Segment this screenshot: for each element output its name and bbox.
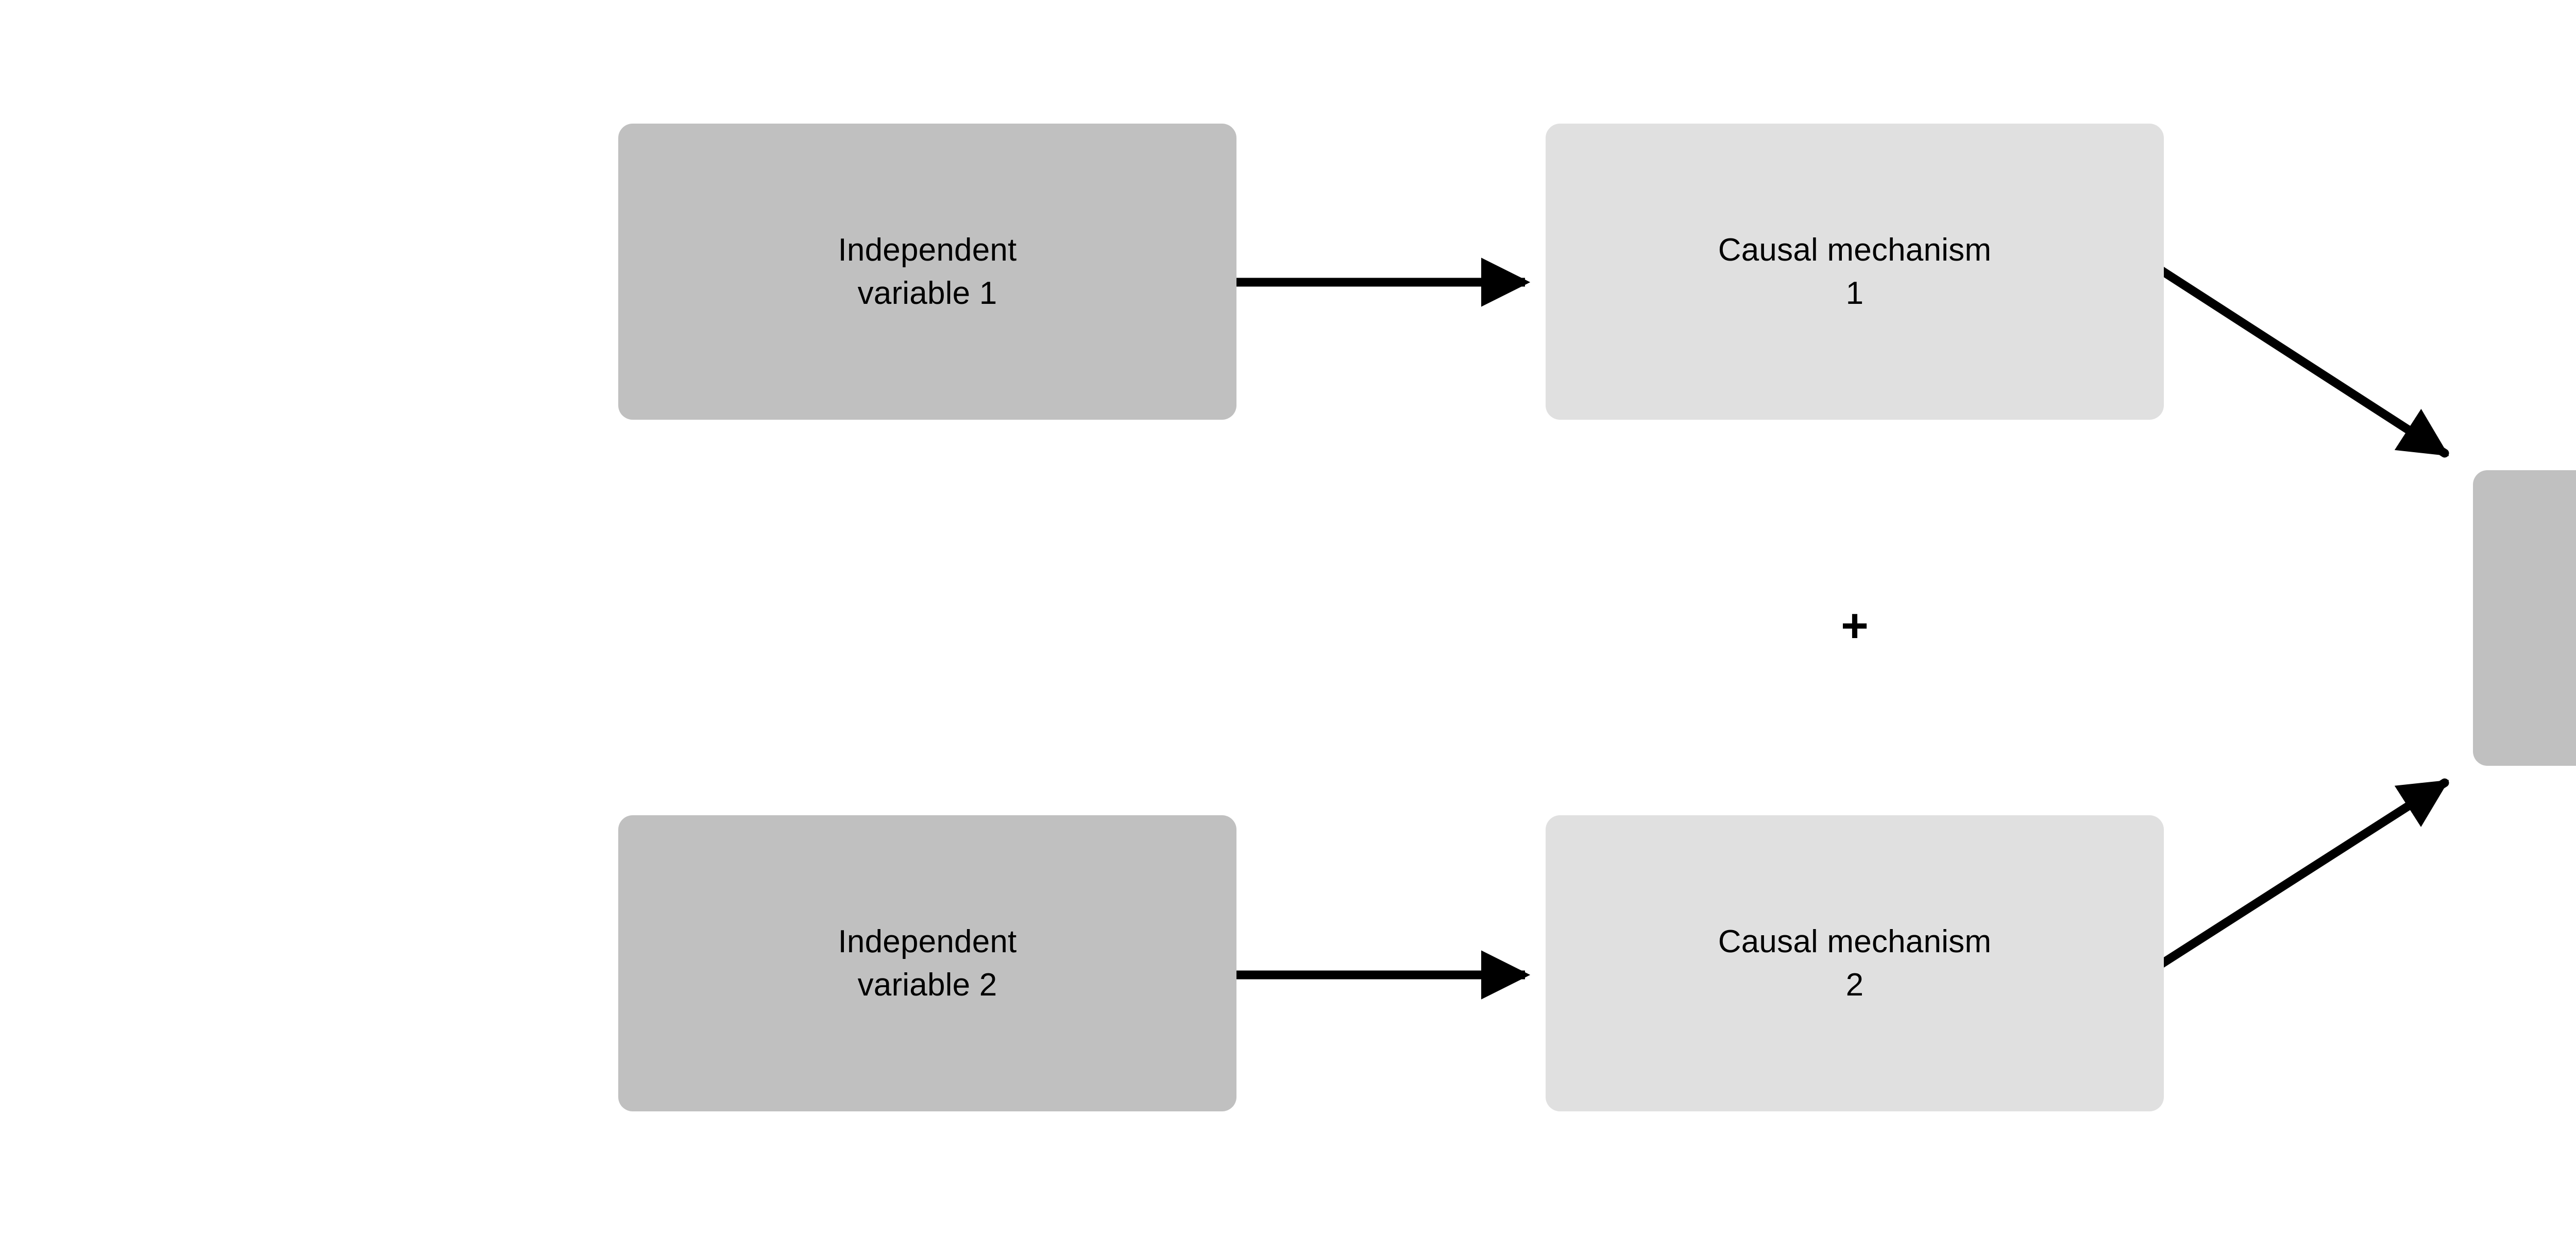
node-label-causal-mechanism-2: Causal mechanism 2 [1718, 924, 1992, 1003]
node-independent-variable-2[interactable]: Independent variable 2 [618, 815, 1236, 1111]
arrow-cm2-to-dv [2157, 778, 2449, 969]
node-label-independent-variable-2: Independent variable 2 [838, 924, 1017, 1003]
node-label-independent-variable-1: Independent variable 1 [838, 232, 1017, 311]
node-causal-mechanism-2[interactable]: Causal mechanism 2 [1546, 815, 2164, 1111]
node-independent-variable-1[interactable]: Independent variable 1 [618, 124, 1236, 420]
node-dependent-variable[interactable]: Dependent variable [2473, 470, 2576, 766]
plus-operator-symbol: + [1841, 599, 1869, 652]
node-label-causal-mechanism-1: Causal mechanism 1 [1718, 232, 1992, 311]
arrow-cm1-to-dv [2157, 266, 2449, 458]
node-causal-mechanism-1[interactable]: Causal mechanism 1 [1546, 124, 2164, 420]
